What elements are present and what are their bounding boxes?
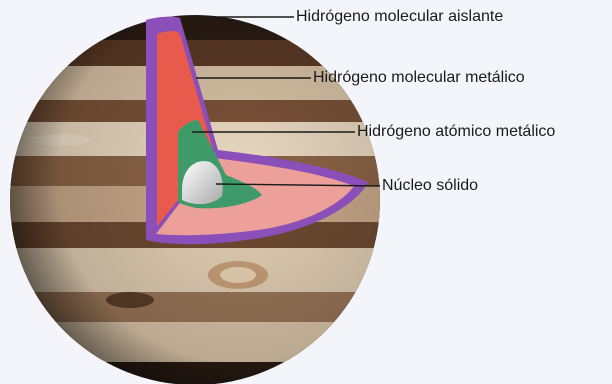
label-metallic-atomic-hydrogen: Hidrógeno atómico metálico <box>357 123 555 141</box>
label-insulating-molecular-hydrogen: Hidrógeno molecular aislante <box>296 8 503 26</box>
label-solid-core: Núcleo sólido <box>382 177 478 195</box>
label-metallic-molecular-hydrogen: Hidrógeno molecular metálico <box>313 69 525 87</box>
